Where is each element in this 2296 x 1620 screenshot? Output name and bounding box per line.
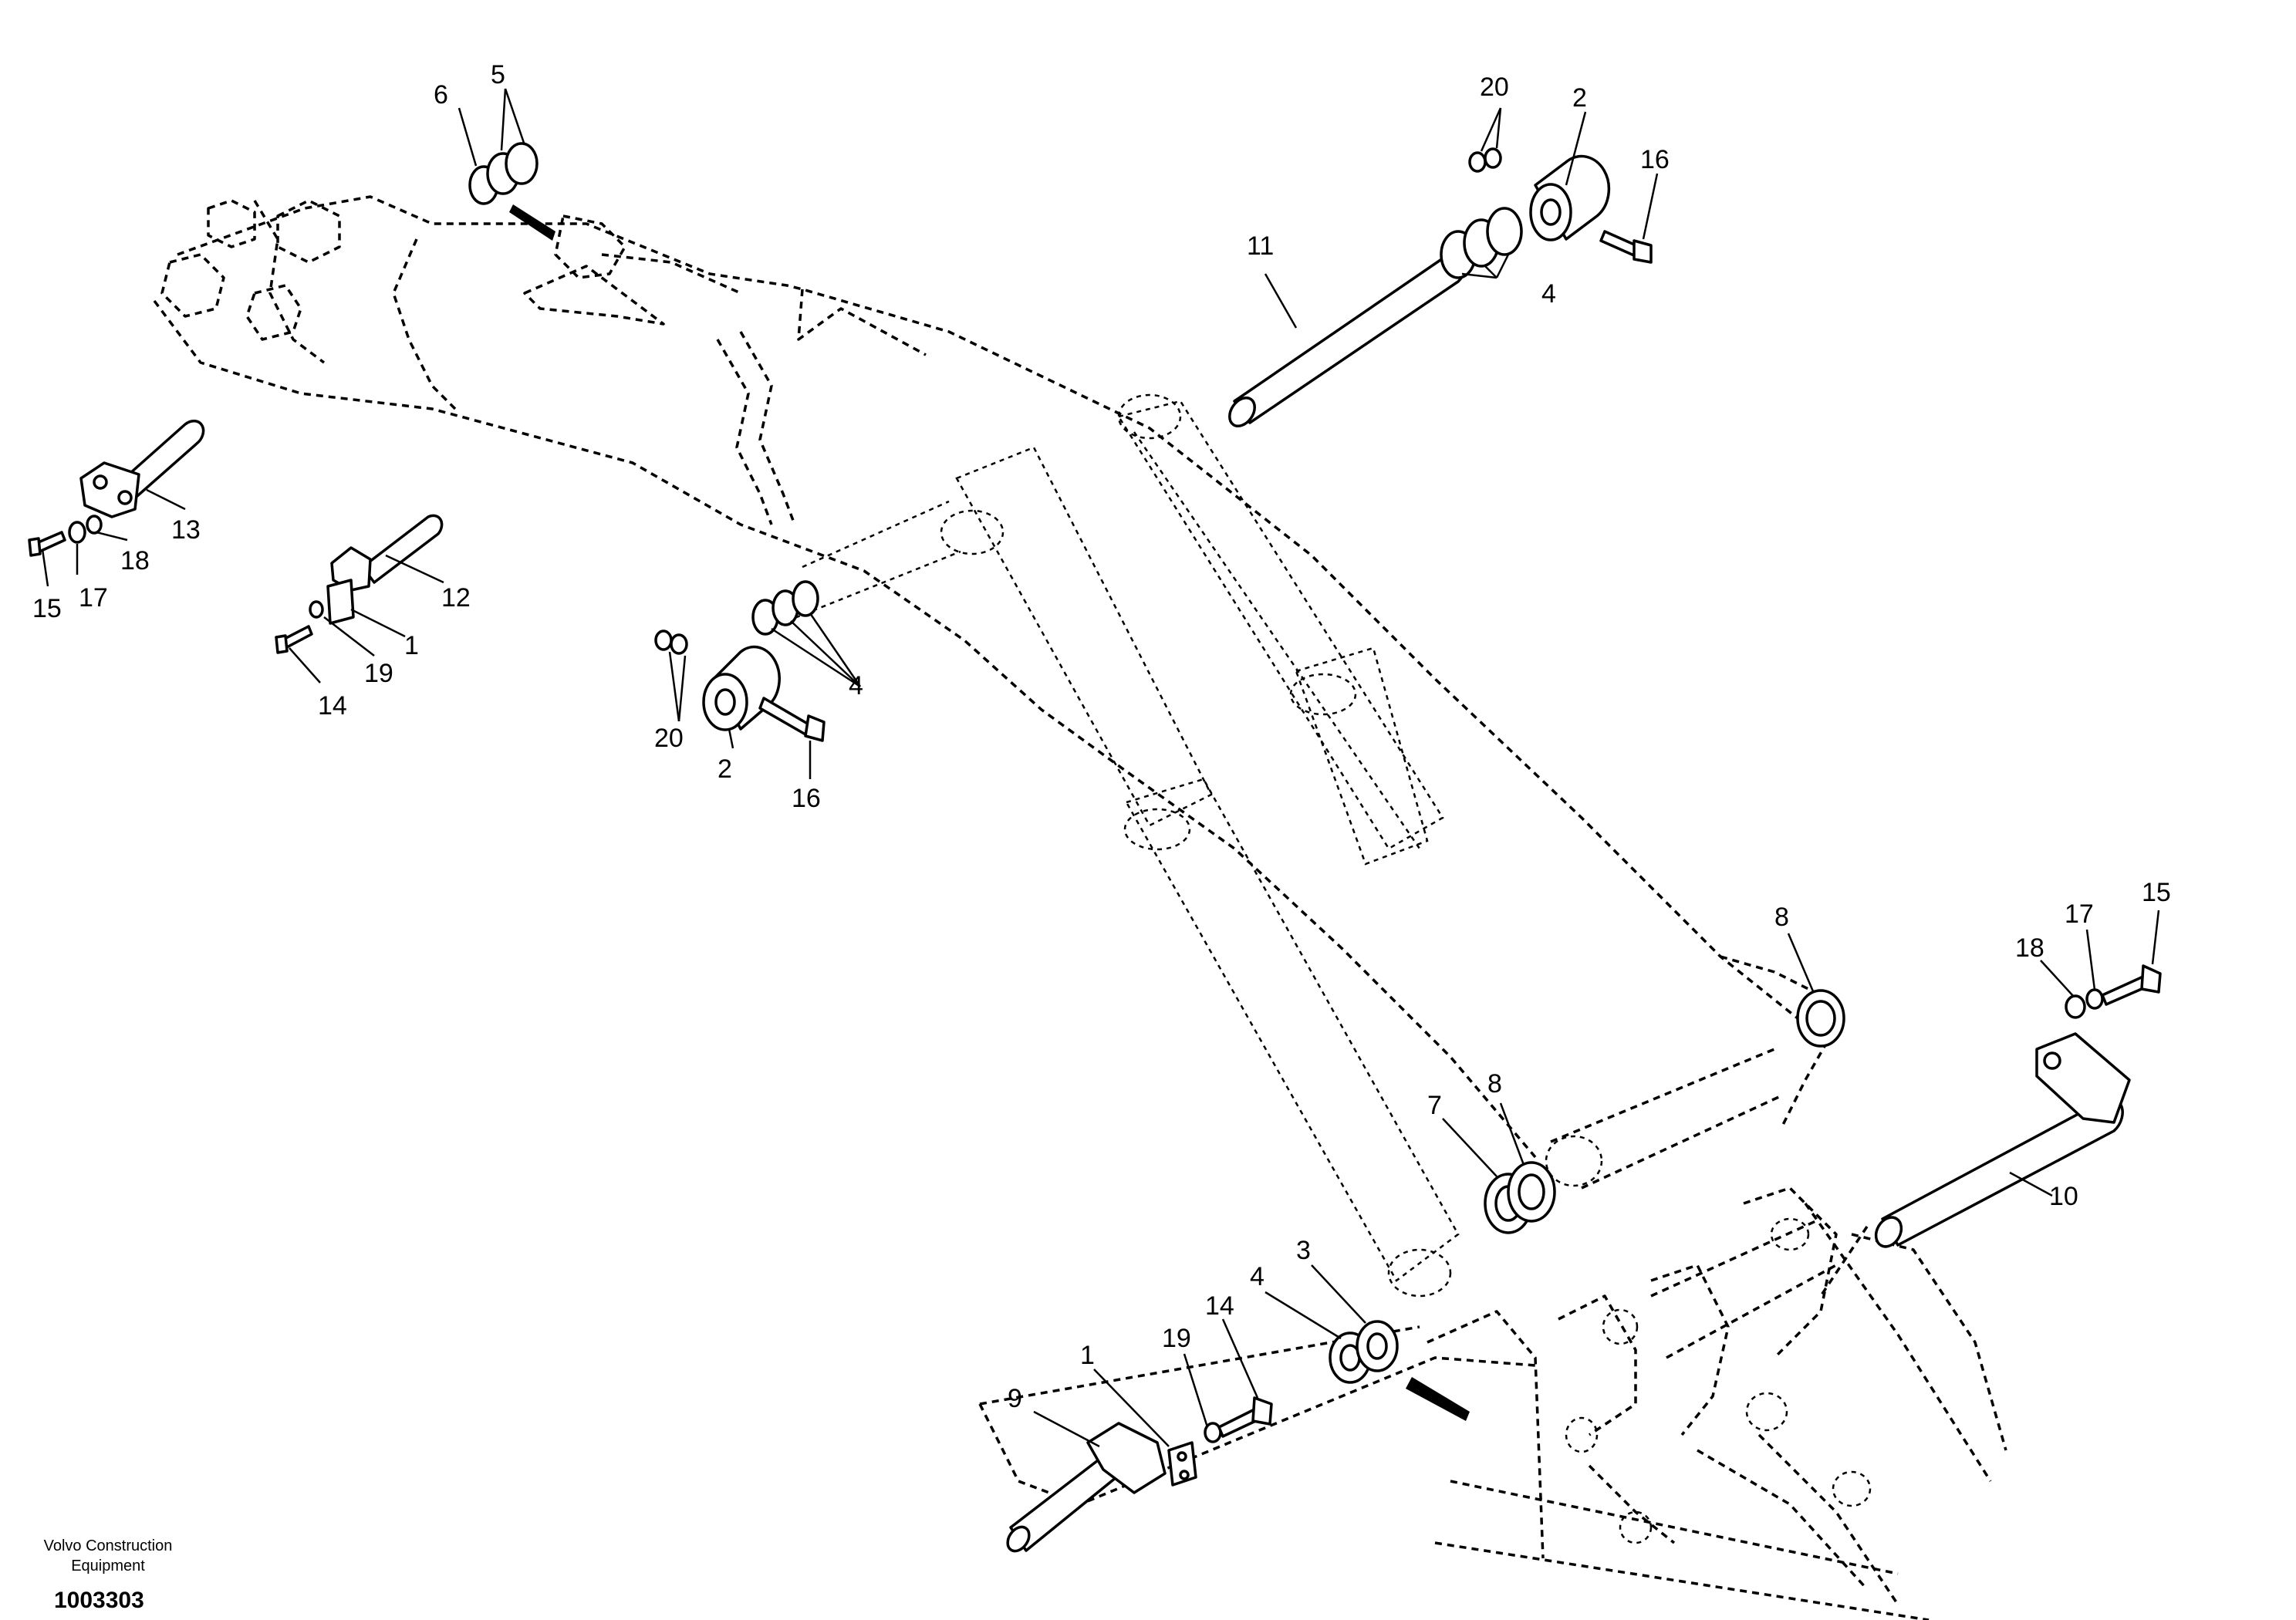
drawing-number: 1003303 xyxy=(54,1588,144,1613)
callout-2: 2 xyxy=(718,754,732,784)
pin-13 xyxy=(79,419,205,518)
callout-9: 9 xyxy=(1008,1384,1022,1413)
callout-3: 3 xyxy=(1296,1236,1311,1265)
callout-14: 14 xyxy=(1205,1291,1234,1321)
callout-17: 17 xyxy=(2065,899,2094,929)
callout-19: 19 xyxy=(1162,1324,1191,1353)
callout-2: 2 xyxy=(1572,83,1587,113)
callout-16: 16 xyxy=(792,784,821,813)
callout-14: 14 xyxy=(318,691,347,721)
footer-brand-line2: Equipment xyxy=(71,1558,145,1574)
callout-20: 20 xyxy=(654,724,684,753)
callout-6: 6 xyxy=(434,80,448,110)
callout-7: 7 xyxy=(1427,1091,1442,1120)
callout-8: 8 xyxy=(1774,903,1789,932)
callout-20: 20 xyxy=(1480,73,1509,102)
callout-11: 11 xyxy=(1247,231,1274,261)
callout-15: 15 xyxy=(32,594,62,623)
leader-lines xyxy=(41,88,2160,1448)
pin-12 xyxy=(326,514,444,625)
callout-18: 18 xyxy=(120,546,150,575)
callout-12: 12 xyxy=(441,583,471,613)
callout-18: 18 xyxy=(2015,933,2044,963)
callout-4: 4 xyxy=(1250,1262,1264,1291)
pin-9 xyxy=(1006,1422,1167,1553)
footer-brand-line1: Volvo Construction xyxy=(44,1537,173,1554)
pin-10 xyxy=(1874,1032,2131,1248)
bolts xyxy=(28,230,2162,1487)
callout-4: 4 xyxy=(849,671,863,700)
washers xyxy=(68,142,2104,1443)
callout-1: 1 xyxy=(1080,1341,1095,1370)
callout-13: 13 xyxy=(171,515,201,545)
callout-labels: 6 5 20 2 16 11 4 13 15 17 18 12 1 19 14 … xyxy=(32,60,2171,1413)
callout-15: 15 xyxy=(2142,878,2171,907)
callout-10: 10 xyxy=(2049,1182,2078,1211)
boom-outline xyxy=(153,195,1838,1190)
callout-19: 19 xyxy=(364,659,393,688)
callout-5: 5 xyxy=(491,60,505,89)
footer: Volvo Construction Equipment 1003303 xyxy=(44,1537,173,1613)
arm-outline xyxy=(978,1186,2007,1620)
callout-16: 16 xyxy=(1640,145,1670,174)
callout-1: 1 xyxy=(404,631,419,660)
boom-cylinders xyxy=(786,393,1603,1298)
pin-11 xyxy=(1228,251,1467,427)
callout-8: 8 xyxy=(1487,1069,1502,1099)
callout-17: 17 xyxy=(79,583,108,613)
callout-4: 4 xyxy=(1541,279,1556,309)
